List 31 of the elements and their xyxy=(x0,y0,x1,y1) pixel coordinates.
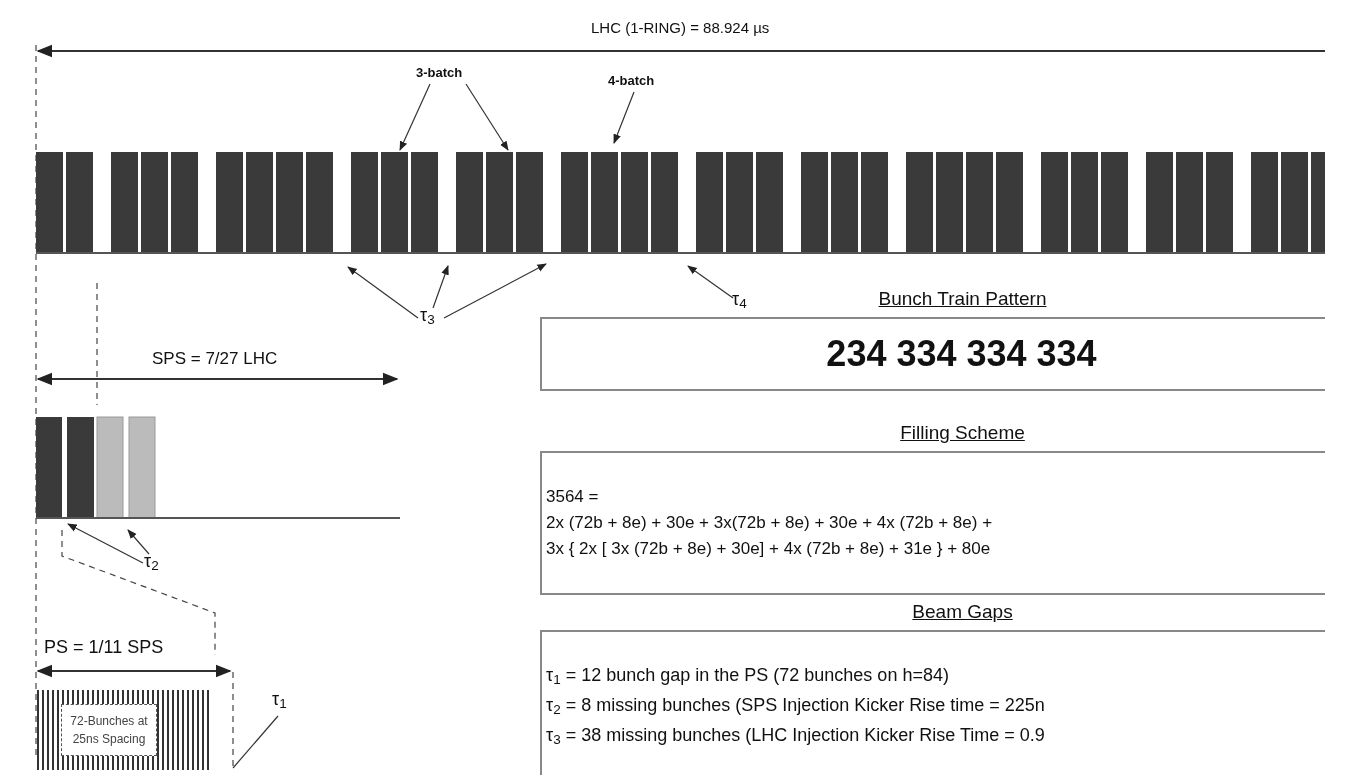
callout-label: 4-batch xyxy=(608,74,655,87)
arrow xyxy=(443,263,547,319)
arrow xyxy=(347,266,419,319)
callout-label: τ$_{1}$ xyxy=(272,690,287,708)
dimension-label: SPS = 7/27 LHC xyxy=(152,348,278,370)
leader-line xyxy=(232,715,279,769)
callout-label: 3-batch xyxy=(416,66,463,79)
arrow xyxy=(399,83,431,151)
formula-line: 3x { 2x [ 3x (72b + 8e) + 30e] + 4x (72b + 8e) + 31e } + 80e xyxy=(546,539,992,559)
formula-line: τ$_{2}$ = 8 missing bunches (SPS Injection Kicker Rise time = 225n xyxy=(546,694,1046,717)
arrow xyxy=(465,83,509,151)
sps-bunch-train-drawing xyxy=(35,416,401,519)
callout-label: τ$_{3}$ xyxy=(420,306,435,324)
panel-heading: Bunch Train Pattern xyxy=(878,287,1047,311)
panel-heading: Beam Gaps xyxy=(912,600,1013,624)
formula-line: 2x (72b + 8e) + 30e + 3x(72b + 8e) + 30e + 4x (72b + 8e) + xyxy=(546,513,994,533)
formula-line: τ$_{1}$ = 12 bunch gap in the PS (72 bunches on h=84) xyxy=(546,664,950,687)
arrow xyxy=(127,529,150,555)
batch-label: 72-Bunches at 25ns Spacing xyxy=(61,704,157,756)
callout-label: τ$_{2}$ xyxy=(144,552,159,570)
arrow xyxy=(687,265,734,299)
arrow xyxy=(67,523,144,564)
callout-label: τ$_{4}$ xyxy=(732,290,747,308)
dimension-label: PS = 1/11 SPS xyxy=(44,636,164,659)
arrow xyxy=(432,265,449,309)
lhc-bunch-train-drawing xyxy=(35,152,1326,254)
formula-line: τ$_{3}$ = 38 missing bunches (LHC Injection Kicker Rise Time = 0.9 xyxy=(546,724,1046,747)
formula-line: 3564 = xyxy=(546,487,600,507)
pattern-text: 234 334 334 334 xyxy=(826,334,1097,374)
panel-heading: Filling Scheme xyxy=(900,421,1025,445)
arrow xyxy=(613,91,635,144)
